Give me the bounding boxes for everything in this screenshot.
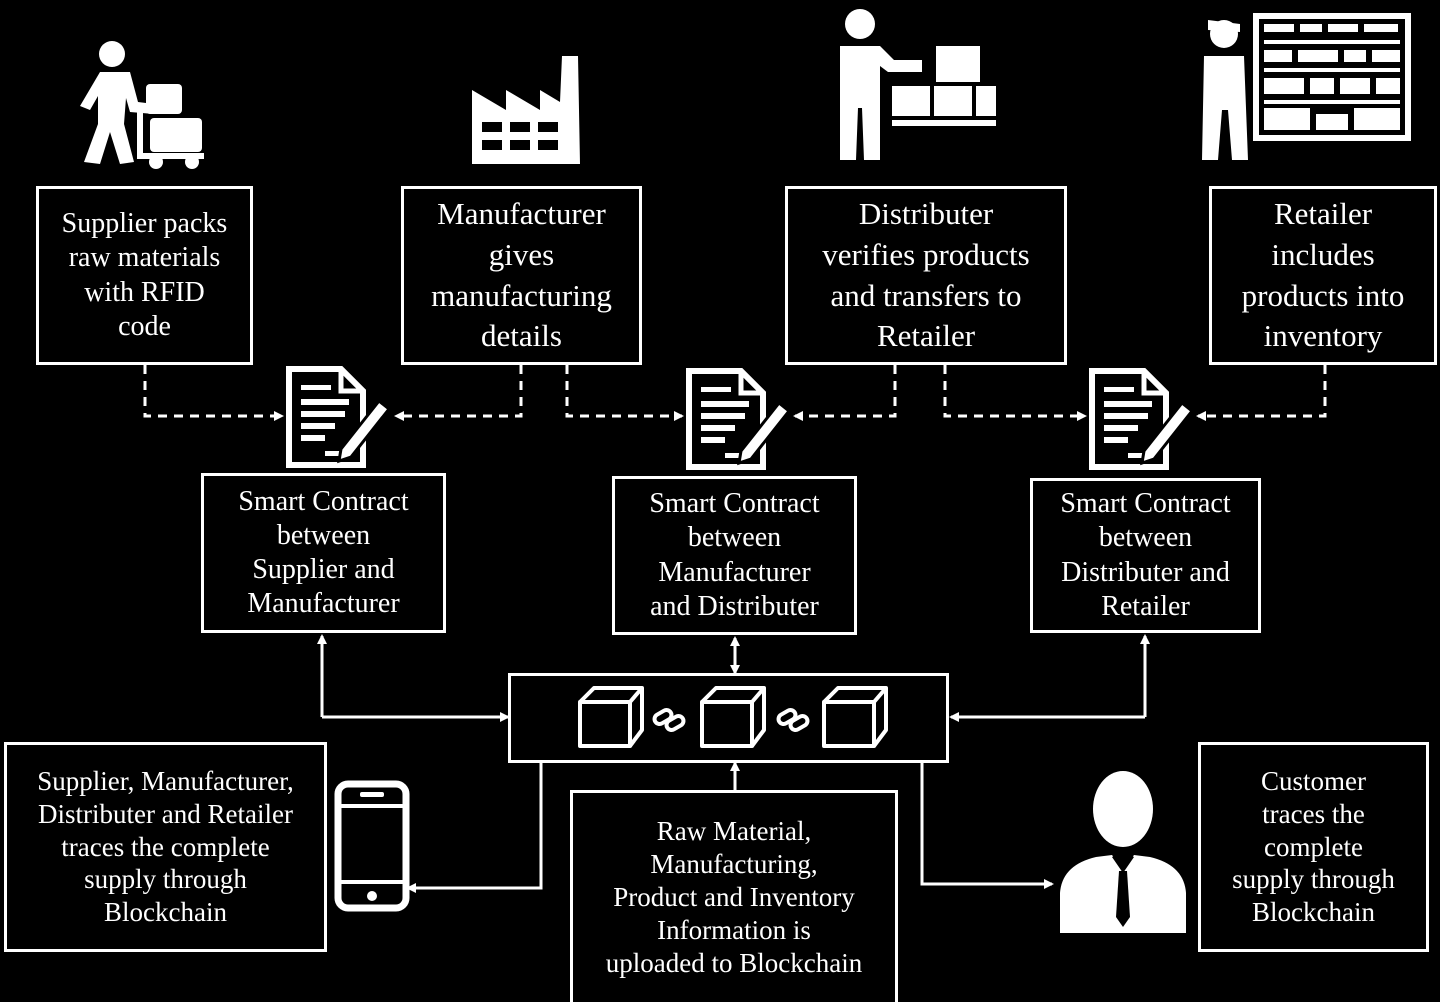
factory-icon [472,56,580,164]
smartphone-icon [334,780,410,912]
dashed-distributer-to-contract2 [793,365,897,421]
chain-link-icon [776,708,810,732]
contract1-line-3: Supplier and [252,554,395,585]
upload-line-1: Raw Material, [656,816,812,847]
upload-line-3: Product and Inventory [613,882,855,913]
contract3-line-3: Distributer and [1061,556,1230,588]
manufacturer-box: Manufacturer gives manufacturing details [401,186,642,365]
contract3-line-1: Smart Contract [1060,488,1231,520]
participants-trace-box: Supplier, Manufacturer, Distributer and … [4,742,327,952]
distributer-line-3: and transfers to [830,277,1022,313]
dashed-retailer-to-contract3 [1196,365,1327,421]
retailer-shelf-icon [1202,13,1411,160]
contract2-line-2: between [687,522,782,554]
dashed-manufacturer-to-contract1 [394,365,523,421]
blockchain-chain [578,686,888,748]
customer-trace-box: Customer traces the complete supply thro… [1198,742,1429,952]
contract-document-icon [686,368,792,470]
customer-line-4: supply through [1232,864,1395,895]
contract3-line-2: between [1098,522,1193,554]
distributer-line-4: Retailer [876,318,976,354]
blockchain-block-icon [822,686,888,748]
contract1-line-1: Smart Contract [238,485,409,517]
contract-document-icon [1089,368,1195,470]
manufacturer-line-3: manufacturing [431,277,612,313]
distributer-box: Distributer verifies products and transf… [785,186,1067,365]
line-blockchain-to-customer [920,763,1054,889]
participants-line-5: Blockchain [104,897,227,928]
distributer-line-2: verifies products [822,236,1030,272]
chain-link-icon [652,708,686,732]
contract-document-icon [286,366,392,468]
supplier-line-2: raw materials [68,242,221,274]
participants-line-3: traces the complete [61,831,270,862]
dashed-distributer-to-contract3 [943,365,1087,421]
supplier-box: Supplier packs raw materials with RFID c… [36,186,253,365]
contract1-line-2: between [276,519,371,551]
supplier-line-3: with RFID [84,276,205,308]
customer-person-icon [1060,771,1186,933]
manufacturer-line-1: Manufacturer [437,195,606,231]
upload-line-4: Information is [657,914,811,945]
manufacturer-line-4: details [481,318,562,354]
distributer-line-1: Distributer [858,195,994,231]
dashed-supplier-to-contract1 [143,365,284,421]
participants-line-2: Distributer and Retailer [38,798,293,829]
blockchain-box [508,673,949,763]
manufacturer-line-2: gives [488,236,555,272]
upload-line-5: uploaded to Blockchain [605,947,863,978]
line-blockchain-to-phone [406,763,543,893]
contract1-line-4: Manufacturer [247,588,400,620]
contract2-line-4: and Distributer [650,590,819,622]
blockchain-block-icon [578,686,644,748]
customer-line-2: traces the [1262,798,1365,829]
customer-line-5: Blockchain [1252,897,1375,928]
retailer-line-4: inventory [1263,318,1383,354]
contract3-line-4: Retailer [1101,590,1190,622]
supplier-worker-icon [80,41,204,169]
contract2-line-3: Manufacturer [658,556,811,588]
upload-info-box: Raw Material, Manufacturing, Product and… [570,790,898,1002]
upload-line-2: Manufacturing, [650,849,818,880]
blockchain-block-icon [700,686,766,748]
customer-line-3: complete [1264,831,1363,862]
contract-supplier-manufacturer-box: Smart Contract between Supplier and Manu… [201,473,446,633]
supplier-line-1: Supplier packs [61,208,228,240]
participants-line-4: supply through [84,864,247,895]
retailer-box: Retailer includes products into inventor… [1209,186,1437,365]
contract2-line-1: Smart Contract [649,488,820,520]
customer-line-1: Customer [1261,765,1366,796]
contract-manufacturer-distributer-box: Smart Contract between Manufacturer and … [612,476,857,635]
supplier-line-4: code [118,310,171,342]
participants-line-1: Supplier, Manufacturer, [37,765,294,796]
retailer-line-3: products into [1241,277,1405,313]
retailer-line-2: includes [1271,236,1375,272]
dashed-manufacturer-to-contract2 [565,365,684,421]
contract-distributer-retailer-box: Smart Contract between Distributer and R… [1030,478,1261,633]
retailer-line-1: Retailer [1273,195,1373,231]
distributer-worker-icon [840,9,996,160]
